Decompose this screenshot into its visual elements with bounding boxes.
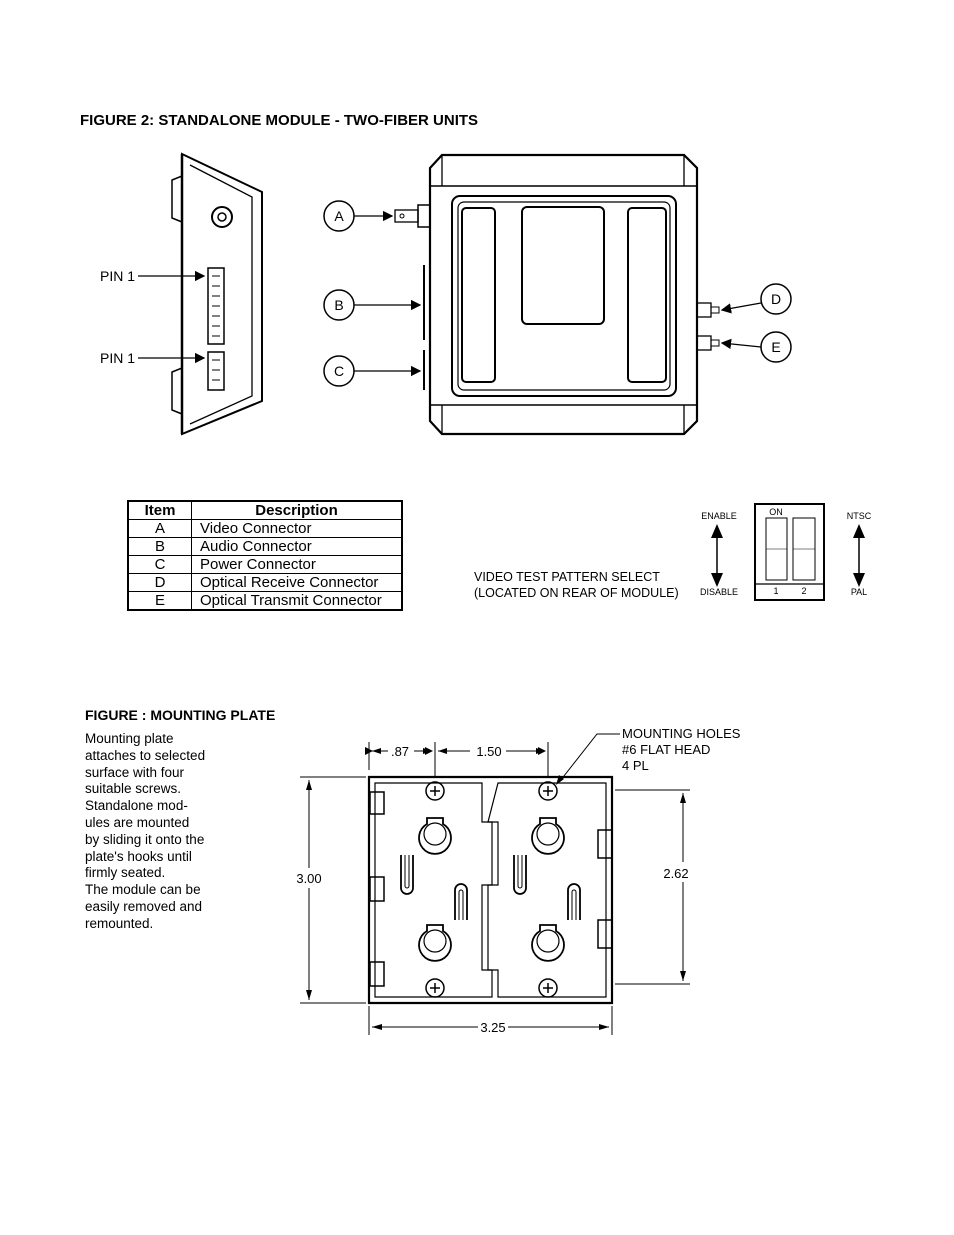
table-header-item: Item <box>127 500 192 520</box>
callout-d: D <box>720 283 792 315</box>
switch-1-label: 1 <box>773 586 778 596</box>
mounting-plate <box>367 775 614 1005</box>
description-line: Standalone mod- <box>85 798 188 814</box>
svg-text:E: E <box>771 339 780 355</box>
description-line: Mounting plate <box>85 731 174 746</box>
dim-hole-spacing: 1.50 <box>476 744 501 759</box>
on-label: ON <box>769 507 783 517</box>
table-row: A Video Connector <box>127 519 403 538</box>
mounting-description: Mounting plate attaches to selected surf… <box>85 731 235 933</box>
enable-label: ENABLE <box>701 511 737 521</box>
holes-note-line1: MOUNTING HOLES <box>622 726 741 741</box>
table-row: E Optical Transmit Connector <box>127 591 403 611</box>
callout-e: E <box>720 331 792 363</box>
table-cell-description: Optical Receive Connector <box>191 573 403 592</box>
dim-hook-height: 2.62 <box>663 866 688 881</box>
holes-note-line2: #6 FLAT HEAD <box>622 742 710 757</box>
dip-switch-block: VIDEO TEST PATTERN SELECT (LOCATED ON RE… <box>474 503 872 601</box>
mounting-title: FIGURE : MOUNTING PLATE <box>85 707 276 723</box>
figure2-title: FIGURE 2: STANDALONE MODULE - TWO-FIBER … <box>80 112 479 129</box>
description-line: by sliding it onto the <box>85 831 205 847</box>
description-line: attaches to selected <box>85 747 206 763</box>
module-side-view <box>171 152 263 436</box>
svg-text:C: C <box>334 363 344 379</box>
table-cell-item: E <box>127 591 192 611</box>
dimension-arrowheads <box>306 748 686 1030</box>
description-line: plate's hooks until <box>85 848 192 864</box>
item-description-table: Item Description A Video Connector B Aud… <box>127 500 403 611</box>
description-line: surface with four <box>85 764 185 780</box>
switch-2-label: 2 <box>801 586 806 596</box>
svg-text:D: D <box>771 291 781 307</box>
dimension-lines <box>300 733 690 1035</box>
dim-width: 3.25 <box>480 1020 505 1035</box>
svg-text:A: A <box>334 208 344 224</box>
table-row: C Power Connector <box>127 555 403 574</box>
description-line: ules are mounted <box>85 814 190 830</box>
disable-label: DISABLE <box>700 587 738 597</box>
table-cell-description: Audio Connector <box>191 537 403 556</box>
table-cell-item: B <box>127 537 192 556</box>
switch-caption-line2: (LOCATED ON REAR OF MODULE) <box>474 586 679 600</box>
description-line: suitable screws. <box>85 781 182 797</box>
description-line: The module can be <box>85 882 201 898</box>
table-cell-description: Power Connector <box>191 555 403 574</box>
pin1-label-upper: PIN 1 <box>100 268 135 284</box>
table-row: B Audio Connector <box>127 537 403 556</box>
description-line: firmly seated. <box>85 865 166 881</box>
svg-text:B: B <box>334 297 343 313</box>
callout-a: A <box>323 200 394 232</box>
pin1-arrows <box>138 270 206 364</box>
module-top-view <box>394 153 720 436</box>
pal-label: PAL <box>851 587 867 597</box>
table-header-description: Description <box>191 500 403 520</box>
table-row: D Optical Receive Connector <box>127 573 403 592</box>
pin1-label-lower: PIN 1 <box>100 350 135 366</box>
table-cell-item: D <box>127 573 192 592</box>
switch-caption-line1: VIDEO TEST PATTERN SELECT <box>474 570 660 584</box>
table-cell-description: Optical Transmit Connector <box>191 591 403 611</box>
ntsc-label: NTSC <box>847 511 872 521</box>
description-line: easily removed and <box>85 898 203 914</box>
table-cell-item: C <box>127 555 192 574</box>
description-line: remounted. <box>85 915 154 931</box>
dim-height: 3.00 <box>296 871 321 886</box>
table-header-row: Item Description <box>127 500 403 520</box>
callout-c: C <box>323 355 422 387</box>
holes-note-line3: 4 PL <box>622 758 649 773</box>
dim-left-offset: .87 <box>391 744 409 759</box>
table-cell-description: Video Connector <box>191 519 403 538</box>
callout-b: B <box>323 289 422 321</box>
table-cell-item: A <box>127 519 192 538</box>
